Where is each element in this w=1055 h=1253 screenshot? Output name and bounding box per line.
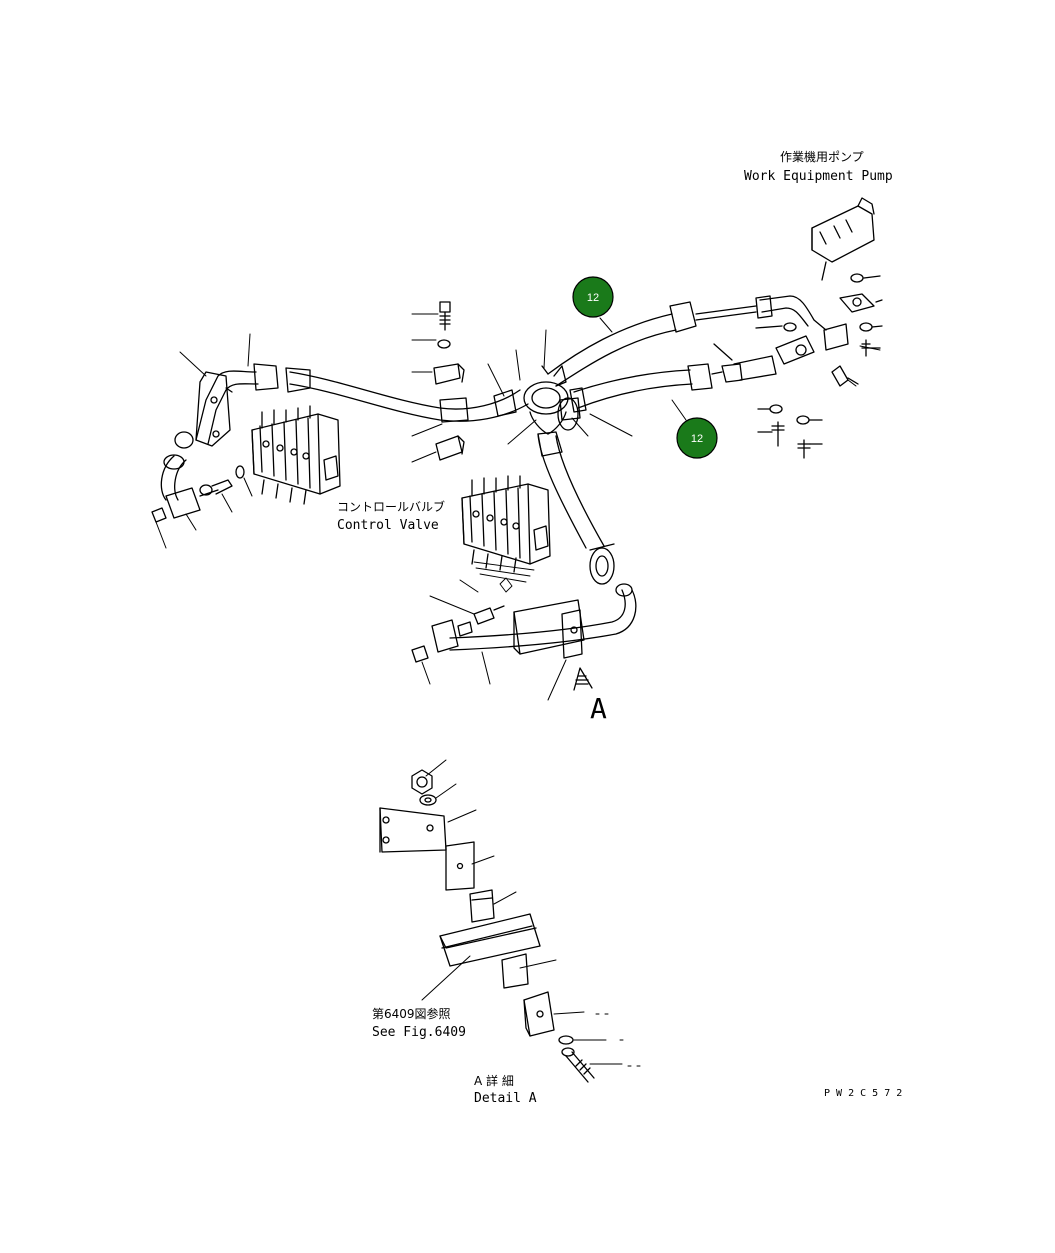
- lower-hose: [569, 363, 723, 413]
- callout-12-lower[interactable]: 12: [676, 417, 718, 459]
- view-arrow: [573, 667, 593, 691]
- work-equipment-pump: [811, 197, 881, 283]
- down-hose: [537, 431, 615, 585]
- callout-12-upper[interactable]: 12: [572, 276, 614, 318]
- callout-number: 12: [587, 292, 599, 304]
- see-fig-label-en: See Fig.6409: [372, 1025, 466, 1040]
- see-fig-label-jp: 第6409図参照: [372, 1006, 451, 1021]
- central-tee-junction: [523, 381, 581, 435]
- detail-leader-lines: [421, 759, 641, 1067]
- detail-a-exploded: [379, 769, 595, 1083]
- pump-flange-fittings: [757, 293, 883, 459]
- pump-connectors: [713, 295, 827, 383]
- control-valve-label-en: Control Valve: [337, 518, 439, 533]
- control-valve-label-jp: コントロールバルブ: [337, 499, 445, 514]
- control-valve-lower: [461, 475, 551, 573]
- work-pump-label-en: Work Equipment Pump: [744, 169, 893, 184]
- upper-hose: [541, 301, 757, 387]
- callout-number: 12: [691, 433, 703, 445]
- detail-a-label-en: Detail A: [474, 1091, 537, 1106]
- drawing-code: P W 2 C 5 7 2: [824, 1088, 902, 1099]
- detail-a-label-jp: A 詳 細: [474, 1073, 514, 1088]
- clamp-parts: [433, 301, 465, 461]
- left-pipe-assembly: [151, 363, 279, 523]
- hatch-mark: [473, 561, 535, 593]
- view-a-letter: A: [590, 692, 607, 725]
- control-valve-upper: [251, 405, 341, 505]
- work-pump-label-jp: 作業機用ポンプ: [780, 149, 864, 164]
- main-left-hose: [285, 367, 529, 423]
- leader-lines: [155, 313, 881, 701]
- lower-return-pipe: [411, 583, 637, 663]
